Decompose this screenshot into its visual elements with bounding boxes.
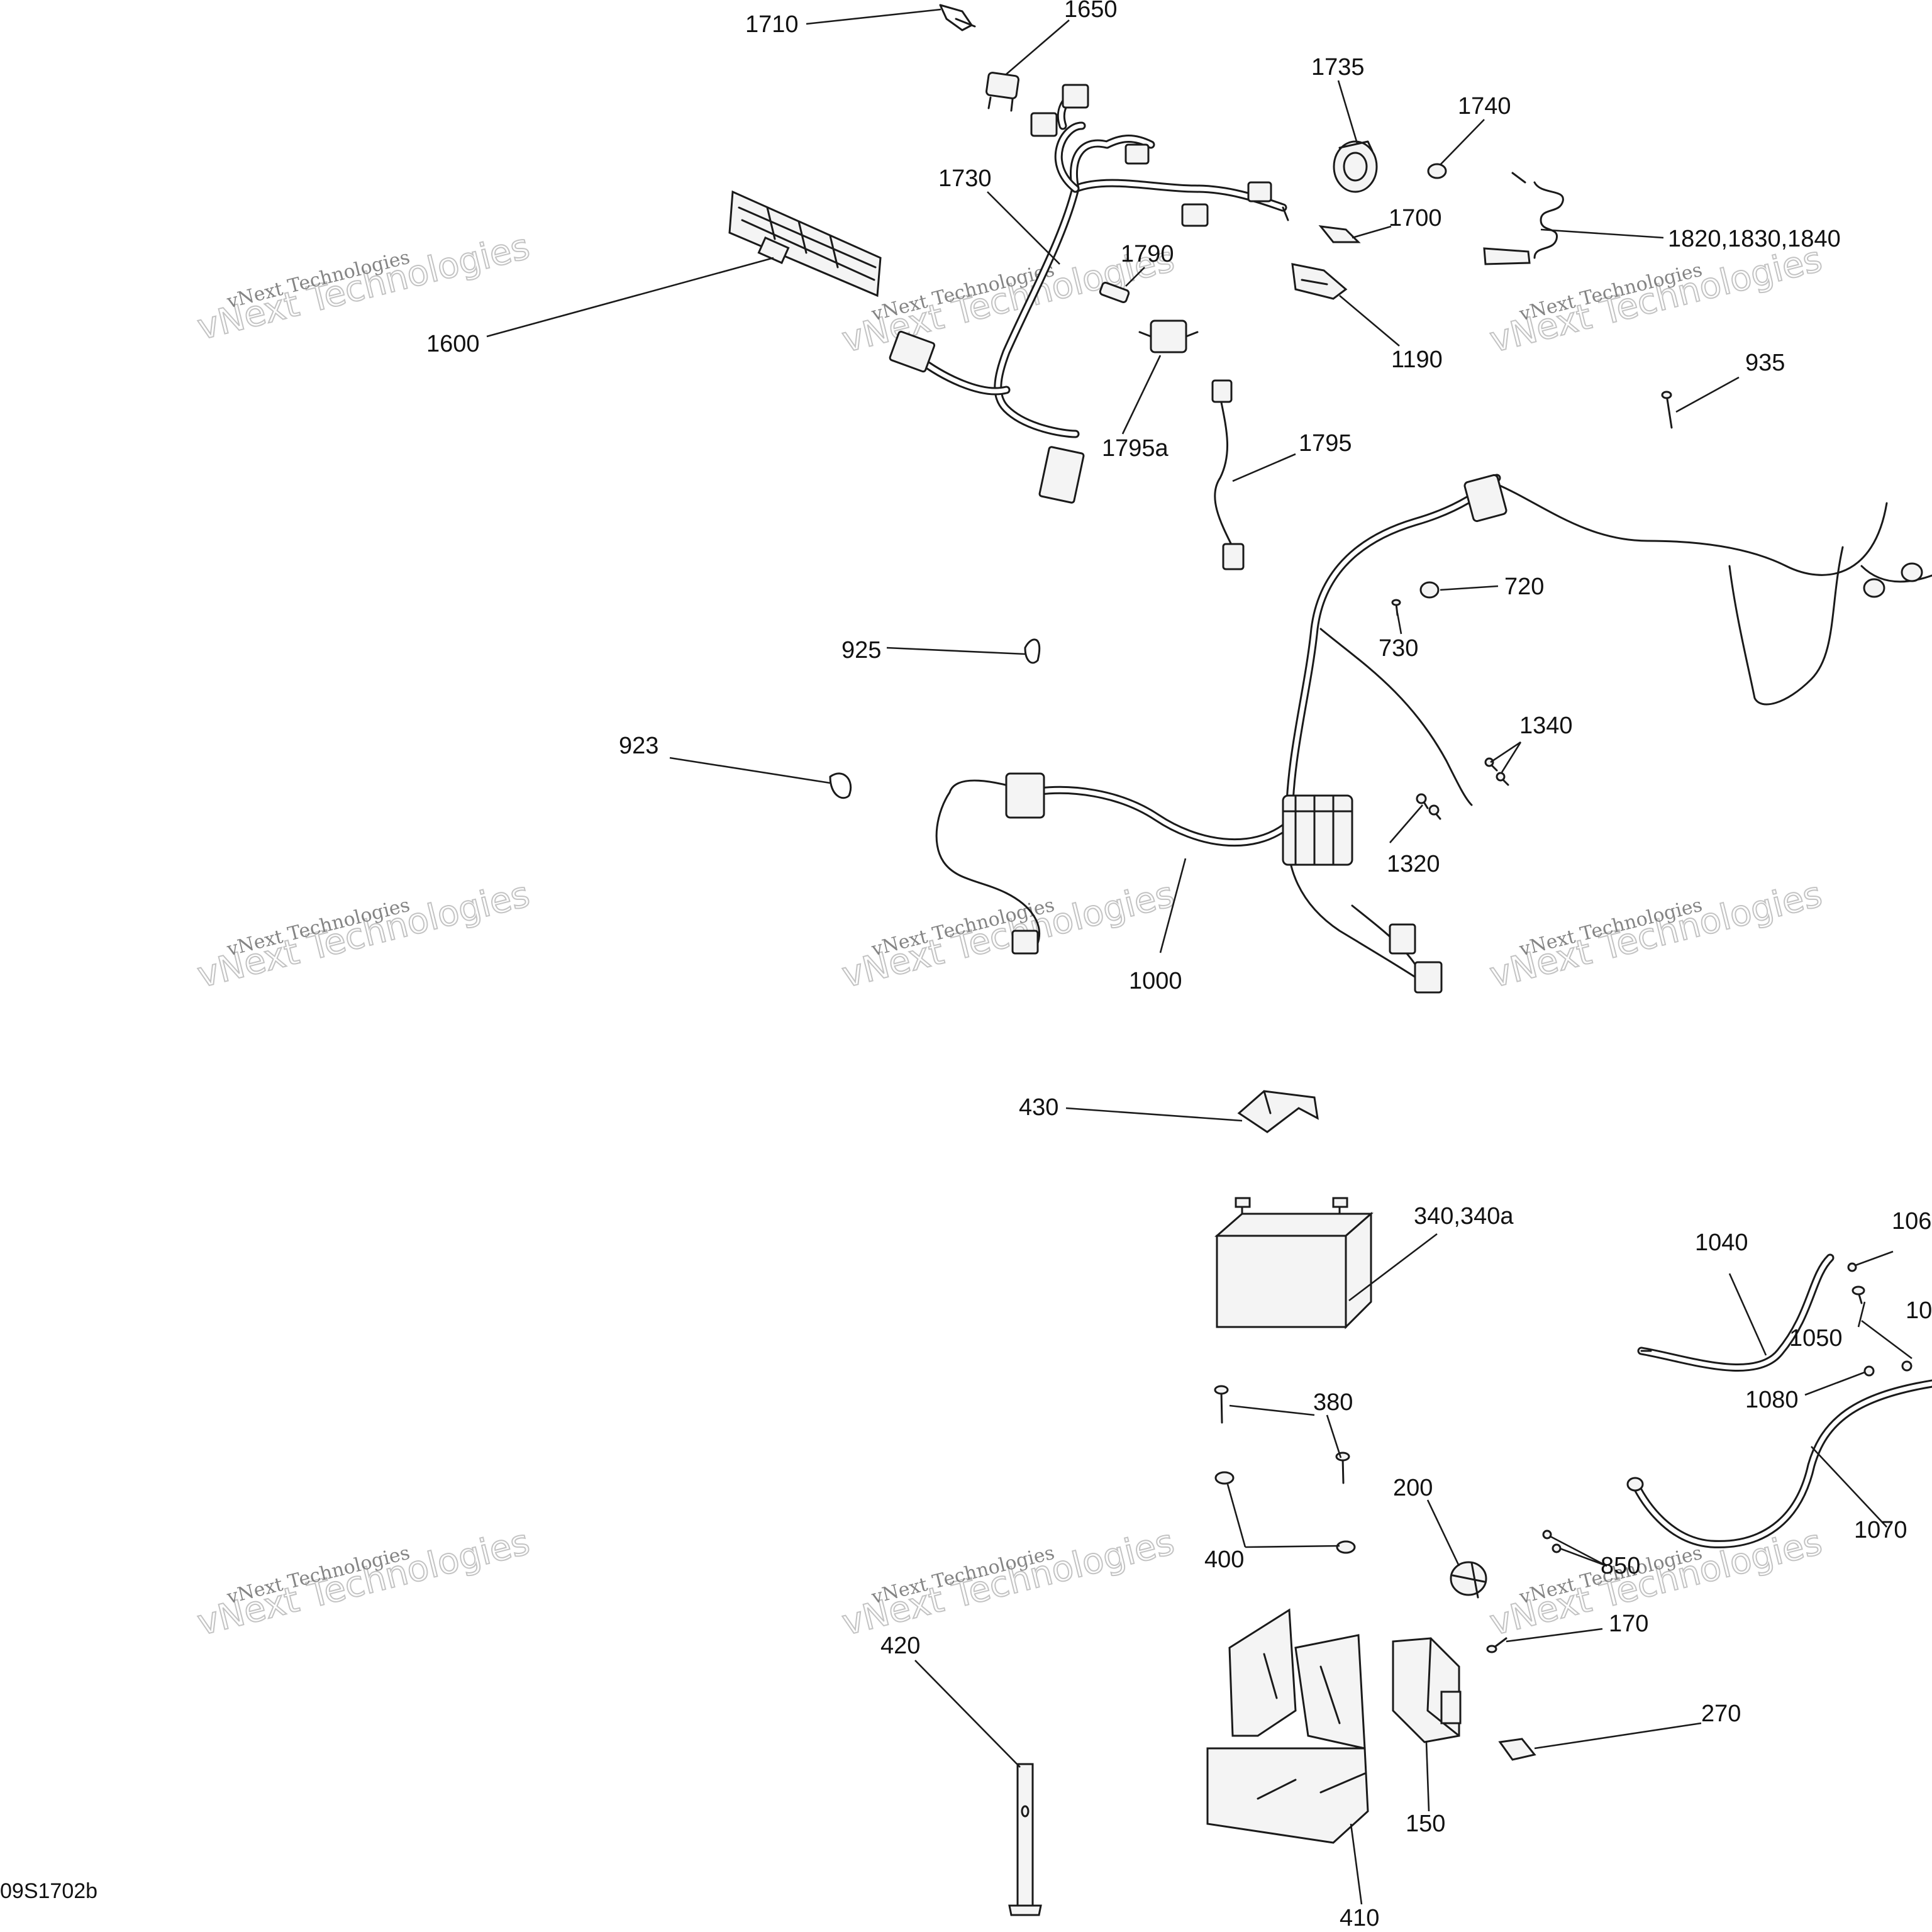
watermark: vNext Technologies vNext Technologies (193, 1521, 535, 1645)
callout-340-340a: 340,340a (1414, 1203, 1514, 1230)
callout-1320: 1320 (1387, 851, 1440, 877)
part-1790-fuse (1099, 281, 1130, 304)
callout-10: 10 (1906, 1297, 1932, 1324)
part-400-washers (1214, 1471, 1356, 1554)
callout-1650: 1650 (1064, 0, 1118, 23)
callout-1790: 1790 (1121, 241, 1174, 267)
callout-1735: 1735 (1311, 54, 1365, 80)
part-1740-grommet (1427, 163, 1447, 179)
part-170-screw (1486, 1637, 1507, 1653)
callout-labels: 1710 1650 1735 1740 1730 1700 1820,1830,… (426, 0, 1932, 1931)
part-430-strap (1237, 1090, 1319, 1133)
watermark: vNext Technologies vNext Technologies (838, 874, 1179, 997)
callout-410: 410 (1340, 1905, 1379, 1931)
watermarks: vNext Technologies vNext Technologies vN… (193, 226, 1827, 1645)
callout-430: 430 (1019, 1094, 1058, 1121)
part-1820-tether-cord (1483, 172, 1564, 265)
part-923-tie (829, 772, 852, 799)
callout-850: 850 (1601, 1553, 1640, 1579)
leader-lines (486, 8, 1913, 1905)
part-925-tie (1024, 638, 1041, 664)
part-1320-screws (1416, 793, 1441, 820)
watermark: vNext Technologies vNext Technologies (193, 226, 535, 349)
callout-1730: 1730 (938, 165, 992, 192)
callout-420: 420 (880, 1633, 920, 1659)
callout-1070: 1070 (1854, 1517, 1907, 1543)
part-1795a-relay (1138, 319, 1199, 353)
part-1070-cable (1626, 1379, 1932, 1548)
callout-923: 923 (619, 733, 658, 759)
part-1735-component (1333, 140, 1378, 193)
part-380-bolts (1214, 1385, 1350, 1484)
callout-720: 720 (1504, 574, 1544, 600)
figure-code: 09S1702b (0, 1879, 97, 1903)
callout-1050: 1050 (1789, 1325, 1843, 1352)
callout-270: 270 (1701, 1701, 1741, 1727)
part-150-module (1392, 1637, 1462, 1743)
part-1650-relay (985, 72, 1019, 112)
part-935-bolt (1661, 391, 1673, 429)
part-1710-connector (939, 4, 976, 31)
callout-1600: 1600 (426, 331, 480, 357)
watermark: vNext Technologies vNext Technologies (838, 1521, 1179, 1645)
callout-400: 400 (1204, 1546, 1244, 1573)
watermark: vNext Technologies vNext Technologies (1485, 1521, 1827, 1645)
part-420-strap (1008, 1763, 1042, 1916)
part-340-battery (1214, 1197, 1374, 1330)
part-1040-cable (1637, 1253, 1835, 1372)
callout-170: 170 (1609, 1611, 1648, 1637)
part-730-screw (1391, 599, 1401, 616)
part-small-fasteners (1847, 1262, 1913, 1377)
callout-1040: 1040 (1695, 1230, 1748, 1256)
watermark: vNext Technologies vNext Technologies (193, 874, 535, 997)
part-1340-screws (1484, 757, 1509, 786)
callout-1700: 1700 (1389, 205, 1442, 231)
callout-1740: 1740 (1458, 93, 1511, 119)
part-200-solenoid (1450, 1561, 1487, 1599)
part-1730-upper-harness (889, 84, 1289, 504)
watermark: vNext Technologies vNext Technologies (1485, 874, 1827, 997)
callout-1000: 1000 (1129, 968, 1182, 994)
part-270-connector (1498, 1738, 1536, 1761)
part-850-screws (1542, 1530, 1562, 1553)
callout-1710: 1710 (745, 11, 799, 38)
callout-730: 730 (1379, 635, 1418, 662)
part-1600-cluster (728, 190, 882, 297)
callout-1080: 1080 (1745, 1387, 1799, 1413)
part-1700-connector (1318, 225, 1361, 243)
callout-1190: 1190 (1391, 347, 1443, 373)
callout-150: 150 (1406, 1811, 1445, 1837)
part-1000-main-harness (935, 474, 1932, 994)
callout-200: 200 (1393, 1475, 1433, 1501)
callout-380: 380 (1313, 1389, 1353, 1416)
part-1795-harness (1211, 379, 1245, 570)
callout-1795a: 1795a (1102, 435, 1169, 462)
callout-106: 106 (1892, 1208, 1931, 1235)
part-720-clip (1419, 581, 1440, 599)
part-410-battery-tray (1206, 1608, 1369, 1844)
callout-935: 935 (1745, 350, 1785, 376)
callout-1340: 1340 (1519, 713, 1573, 739)
callout-1795: 1795 (1299, 430, 1352, 457)
callout-1820-1830-1840: 1820,1830,1840 (1668, 226, 1841, 252)
part-1190-switch (1291, 263, 1348, 300)
callout-925: 925 (841, 637, 881, 663)
